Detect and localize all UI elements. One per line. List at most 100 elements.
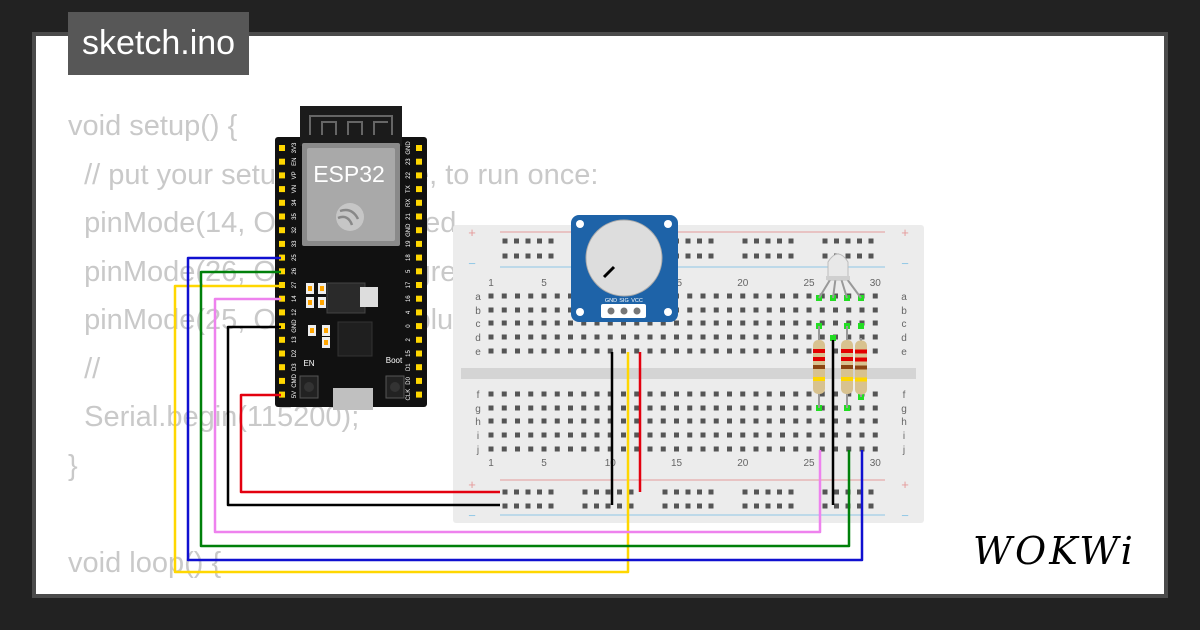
regulator-chip bbox=[326, 282, 366, 314]
smd-part-mark bbox=[308, 300, 312, 305]
terminal-hole bbox=[766, 405, 772, 411]
row-letter: a bbox=[475, 292, 481, 303]
esp32-pin bbox=[279, 350, 285, 357]
terminal-hole bbox=[793, 348, 799, 354]
column-number: 20 bbox=[737, 458, 749, 469]
terminal-hole bbox=[581, 418, 587, 424]
terminal-hole bbox=[515, 446, 520, 452]
esp32-shield-inner bbox=[307, 148, 395, 241]
pin-label: 26 bbox=[292, 267, 298, 274]
terminal-hole bbox=[700, 418, 706, 424]
esp32-pin bbox=[416, 145, 422, 151]
pin-label: D0 bbox=[406, 376, 412, 384]
terminal-hole bbox=[501, 391, 507, 397]
esp32-pin bbox=[416, 213, 422, 220]
terminal-hole bbox=[488, 391, 494, 397]
terminal-hole bbox=[806, 446, 812, 452]
terminal-hole bbox=[687, 391, 693, 397]
rail-hole bbox=[548, 503, 554, 509]
esp32-pin bbox=[416, 158, 422, 165]
file-name-tab[interactable]: sketch.ino bbox=[68, 12, 250, 75]
resistor-band bbox=[855, 357, 867, 362]
terminal-hole bbox=[766, 418, 772, 424]
esp32-pin bbox=[279, 268, 285, 275]
terminal-hole bbox=[594, 334, 600, 340]
rail-hole bbox=[537, 489, 542, 495]
mount-hole bbox=[664, 308, 672, 316]
rail-hole bbox=[742, 489, 748, 495]
esp32-pin bbox=[279, 295, 285, 302]
pot-pin bbox=[607, 307, 615, 315]
terminal-hole bbox=[727, 334, 732, 340]
espressif-logo-mark bbox=[337, 208, 360, 226]
terminal-hole bbox=[568, 418, 573, 424]
terminal-hole bbox=[501, 307, 507, 313]
terminal-hole bbox=[753, 446, 759, 452]
terminal-hole bbox=[740, 348, 746, 354]
wire-blue-25 bbox=[186, 256, 864, 562]
pot-pin bbox=[633, 307, 641, 315]
rail-hole bbox=[754, 238, 759, 244]
row-letter: b bbox=[901, 306, 907, 317]
terminal-hole bbox=[501, 293, 507, 299]
terminal-hole bbox=[700, 334, 706, 340]
rail-hole bbox=[834, 503, 839, 509]
terminal-hole bbox=[568, 405, 573, 411]
terminal-hole bbox=[634, 348, 640, 354]
terminal-hole bbox=[727, 432, 732, 438]
esp32-pin bbox=[416, 295, 422, 302]
wire-pink-blue bbox=[213, 297, 822, 534]
rail-hole bbox=[662, 503, 668, 509]
pot-pin-label: VCC bbox=[631, 298, 643, 304]
resistor-band bbox=[813, 357, 825, 361]
terminal-hole bbox=[568, 432, 573, 438]
connected-hole bbox=[858, 323, 864, 329]
terminal-hole bbox=[753, 418, 759, 424]
breadboard[interactable]: ++−−++−−115510101515202025253030aabbccdd… bbox=[453, 225, 924, 523]
esp32-pin bbox=[416, 309, 422, 316]
terminal-hole bbox=[700, 320, 706, 326]
resistor-band bbox=[841, 349, 853, 353]
resistors[interactable] bbox=[813, 326, 867, 408]
terminal-hole bbox=[660, 418, 666, 424]
column-number: 30 bbox=[870, 278, 882, 289]
pin-label: VN bbox=[292, 185, 298, 193]
terminal-hole bbox=[727, 446, 732, 452]
terminal-hole bbox=[647, 432, 653, 438]
esp32-pin bbox=[416, 282, 422, 288]
terminal-hole bbox=[554, 307, 560, 313]
rail-hole bbox=[868, 253, 874, 259]
terminal-hole bbox=[780, 446, 785, 452]
rail-hole bbox=[857, 503, 862, 509]
terminal-hole bbox=[488, 418, 494, 424]
row-letter: d bbox=[475, 333, 481, 344]
rail-hole bbox=[628, 489, 634, 495]
terminal-hole bbox=[780, 391, 785, 397]
rail-hole bbox=[617, 489, 622, 495]
terminal-hole bbox=[607, 405, 613, 411]
terminal-hole bbox=[501, 418, 507, 424]
rail-hole bbox=[754, 503, 759, 509]
antenna-trace bbox=[309, 115, 393, 135]
esp32-pin bbox=[416, 377, 422, 384]
terminal-hole bbox=[740, 418, 746, 424]
terminal-hole bbox=[528, 307, 534, 313]
rail-hole bbox=[777, 503, 782, 509]
rail-hole bbox=[845, 238, 851, 244]
terminal-hole bbox=[674, 446, 679, 452]
row-letter: e bbox=[475, 347, 481, 358]
terminal-hole bbox=[501, 334, 507, 340]
terminal-hole bbox=[846, 432, 852, 438]
wire-black-gnd bbox=[226, 325, 500, 507]
terminal-hole bbox=[780, 418, 785, 424]
wires[interactable] bbox=[173, 256, 864, 574]
terminal-hole bbox=[660, 391, 666, 397]
rail-hole bbox=[582, 489, 588, 495]
terminal-hole bbox=[488, 320, 494, 326]
terminal-hole bbox=[859, 432, 865, 438]
rail-hole bbox=[502, 489, 508, 495]
rgb-led[interactable] bbox=[818, 253, 862, 299]
terminal-hole bbox=[647, 405, 653, 411]
